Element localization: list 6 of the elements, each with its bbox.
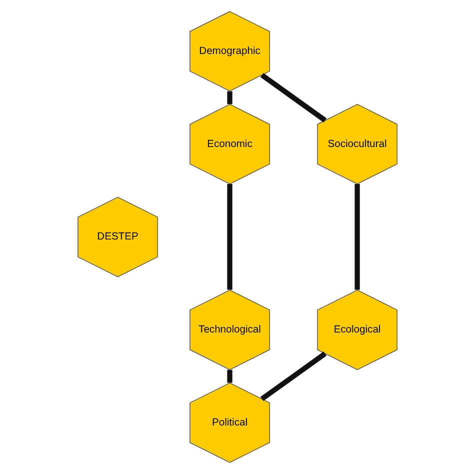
connector (226, 370, 232, 383)
connector (226, 184, 232, 290)
connector (260, 352, 326, 402)
connector (260, 72, 326, 122)
connector (354, 184, 360, 290)
connector (226, 91, 232, 104)
